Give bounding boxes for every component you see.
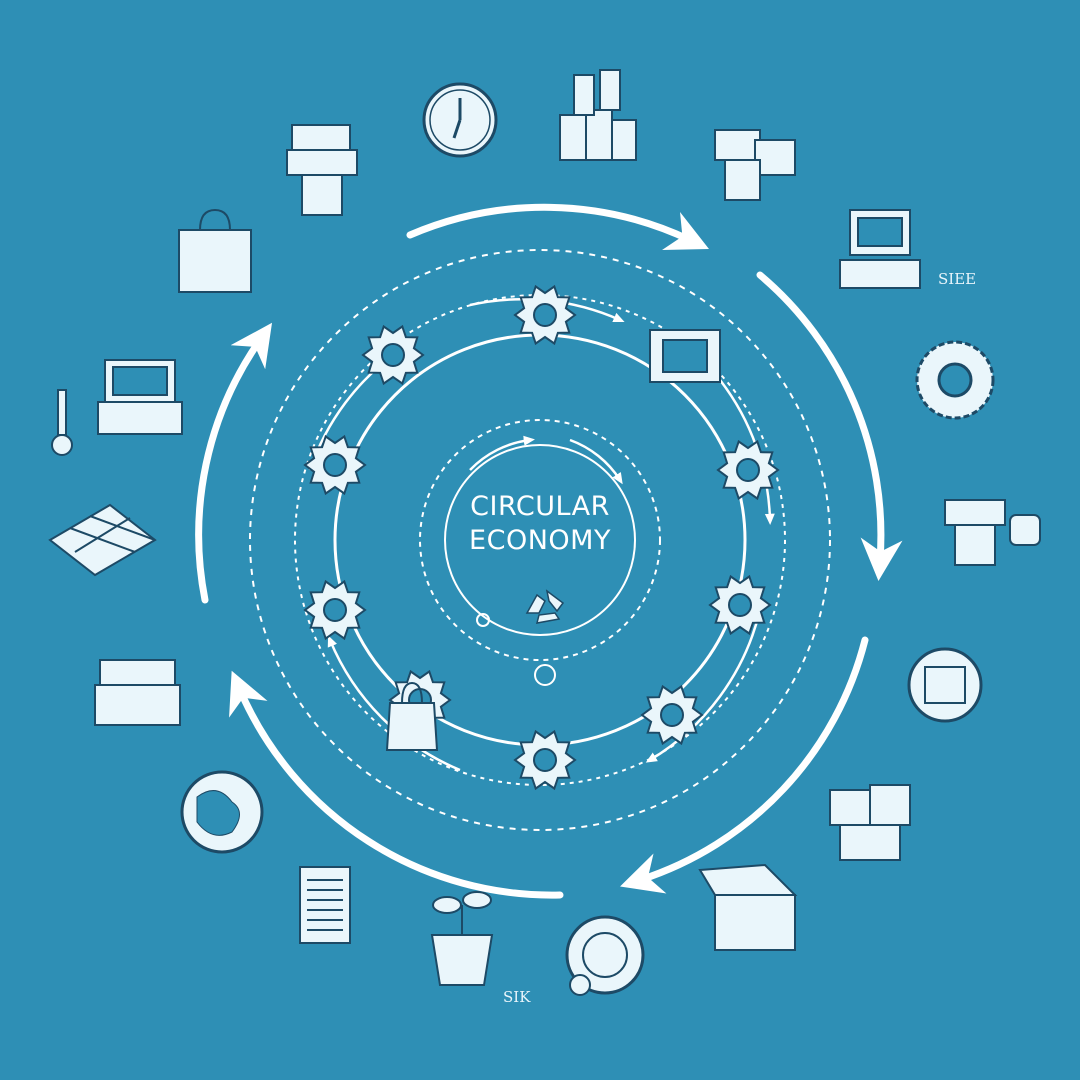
box-icon [829,784,911,861]
plant-pot-icon [430,891,494,986]
title-line-1: CIRCULAR [470,491,610,522]
outer-cycle-arrows [195,203,903,899]
package-icon [907,647,983,723]
open-box-icon [698,863,798,951]
printer-icon [94,659,181,726]
globe-icon [180,770,264,854]
gear-icon [361,324,425,386]
label-top-right: SIEE [938,270,976,288]
solid-ring-core [444,444,636,636]
outer-arc-left [195,322,273,604]
gear-cluster-icon [915,340,995,420]
outer-arc-right [756,271,903,581]
outer-arc-bottom-left [229,670,564,899]
inner-shopping-bag-icon [385,681,439,751]
recycle-icon [525,589,565,624]
factory-icon [559,69,637,161]
gear-icon [303,434,367,496]
outer-icon-ring [48,69,1041,996]
desk-icon [286,124,358,216]
core-arrow-right [569,438,623,485]
gauge-icon [565,915,645,996]
clock-icon [422,82,498,158]
computer-icon [839,209,921,289]
inner-screen-icon [649,329,721,383]
machine-icon [944,499,1041,566]
gear-icon [640,684,704,746]
gear-icon [716,439,780,501]
gear-icon [303,579,367,641]
outer-arc-top [406,203,709,251]
gear-icon [708,574,772,636]
laptop-icon [97,359,183,435]
inner-arrow-4 [327,635,461,772]
solar-panel-icon [48,503,157,577]
outer-arc-bottom-right [620,636,869,894]
center-title: CIRCULAR ECONOMY [420,490,660,558]
dashed-ring-outer [249,249,831,831]
core-node-dot [534,664,556,686]
title-line-2: ECONOMY [469,525,611,556]
thermometer-icon [51,389,73,456]
core-node-dot-left [476,613,490,627]
boxes-icon [714,129,796,201]
inner-arrow-3 [645,609,762,763]
gear-icon [513,284,577,346]
shopping-bag-icon [178,208,252,293]
document-stack-icon [299,866,351,944]
gear-icon [513,729,577,791]
core-arrow-left [469,435,535,471]
dashed-ring-core [419,419,661,661]
label-bottom: SIK [503,988,531,1006]
